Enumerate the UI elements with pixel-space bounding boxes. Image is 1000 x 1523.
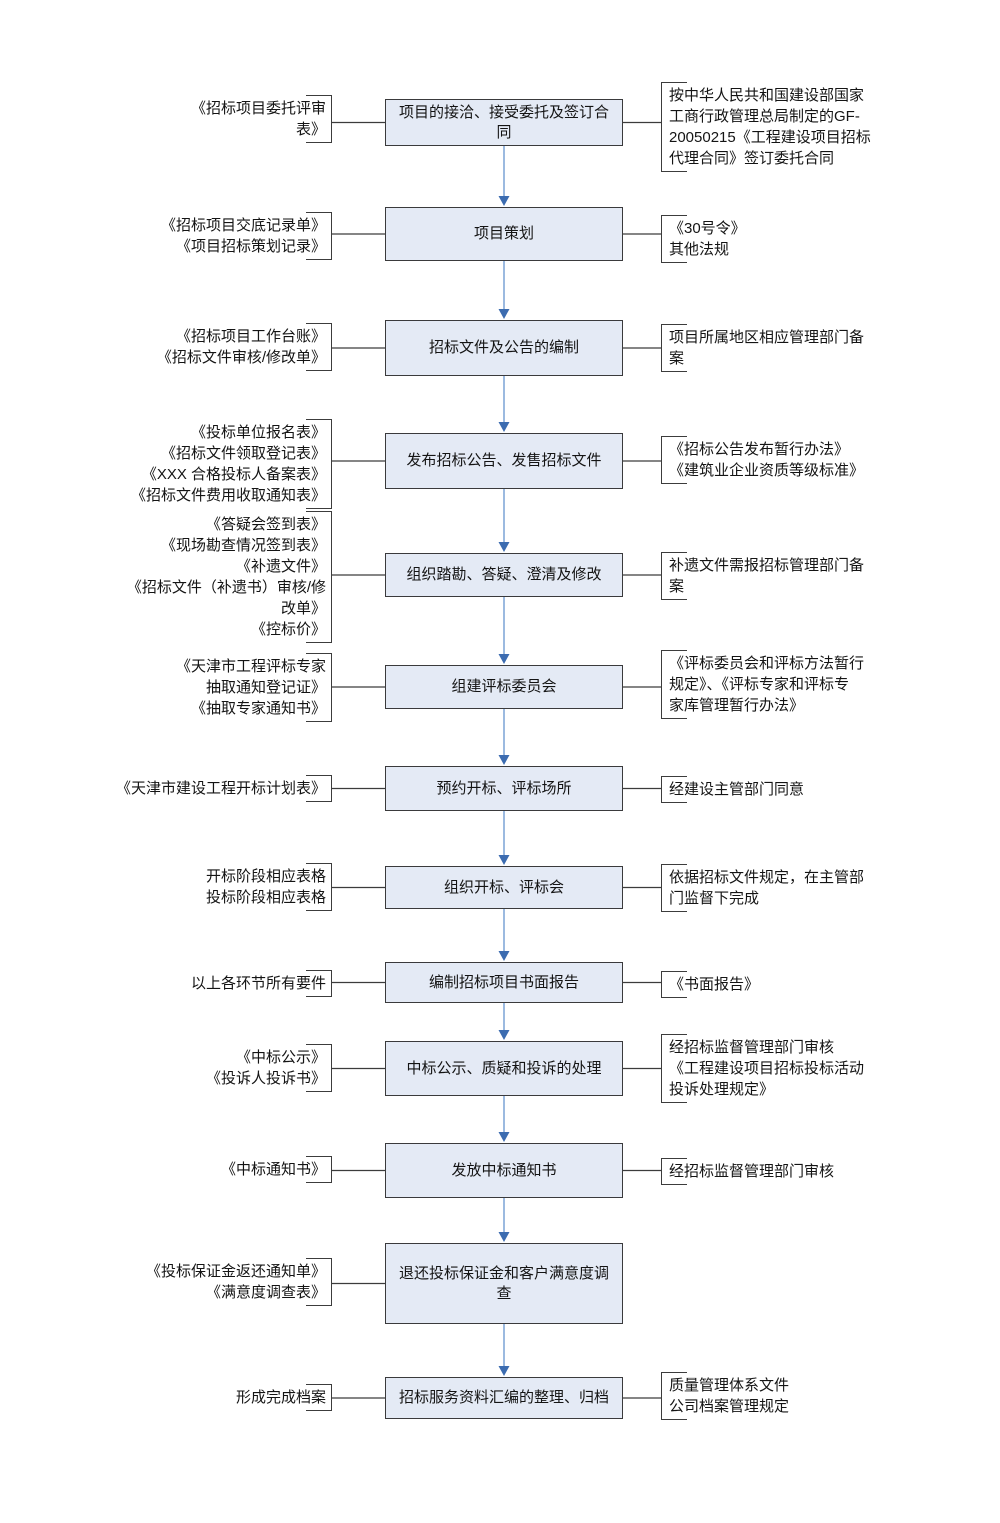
label-text: 《答疑会签到表》 《现场勘查情况签到表》 《补遗文件》 《招标文件（补遗书）审核… <box>126 516 326 638</box>
flow-arrow-head <box>498 1232 510 1242</box>
label-text: 形成完成档案 <box>235 1389 326 1406</box>
regulation-note-label: 《30号令》 其他法规 <box>661 215 746 263</box>
label-text: 以上各环节所有要件 <box>190 975 326 992</box>
regulation-note-label: 《书面报告》 <box>661 971 759 998</box>
label-text: 《30号令》 其他法规 <box>669 220 746 258</box>
input-documents-label: 形成完成档案 <box>236 1384 332 1411</box>
label-text: 《中标公示》 《投诉人投诉书》 <box>205 1049 326 1087</box>
regulation-note-label: 按中华人民共和国建设部国家 工商行政管理总局制定的GF- 20050215《工程… <box>661 82 871 172</box>
label-text: 经招标监督管理部门审核 <box>669 1163 835 1180</box>
label-text: 《天津市建设工程开标计划表》 <box>115 780 326 797</box>
regulation-note-label: 补遗文件需报招标管理部门备 案 <box>661 552 864 600</box>
flow-arrow-head <box>498 1366 510 1376</box>
regulation-note-label: 《评标委员会和评标方法暂行 规定》、《评标专家和评标专 家库管理暂行办法》 <box>661 650 864 719</box>
label-text: 项目所属地区相应管理部门备 案 <box>669 329 865 367</box>
flow-arrow-head <box>498 654 510 664</box>
label-text: 按中华人民共和国建设部国家 工商行政管理总局制定的GF- 20050215《工程… <box>669 87 871 167</box>
regulation-note-label: 质量管理体系文件 公司档案管理规定 <box>661 1372 789 1420</box>
input-documents-label: 《中标通知书》 <box>221 1156 332 1183</box>
input-documents-label: 《投标保证金返还通知单》 《满意度调查表》 <box>146 1258 332 1306</box>
label-text: 《招标项目委托评审 表》 <box>190 100 326 138</box>
process-box: 项目的接洽、接受委托及签订合 同 <box>385 99 623 146</box>
input-documents-label: 开标阶段相应表格 投标阶段相应表格 <box>206 863 332 911</box>
label-text: 开标阶段相应表格 投标阶段相应表格 <box>205 868 326 906</box>
regulation-note-label: 经招标监督管理部门审核 《工程建设项目招标投标活动 投诉处理规定》 <box>661 1034 864 1103</box>
flow-arrow-head <box>498 196 510 206</box>
label-text: 《天津市工程评标专家 抽取通知登记证》 《抽取专家通知书》 <box>175 658 326 717</box>
flow-arrow-head <box>498 855 510 865</box>
process-box: 退还投标保证金和客户满意度调 查 <box>385 1243 623 1324</box>
process-box: 发放中标通知书 <box>385 1143 623 1198</box>
label-text: 《评标委员会和评标方法暂行 规定》、《评标专家和评标专 家库管理暂行办法》 <box>669 655 865 714</box>
flow-arrow-head <box>498 951 510 961</box>
flow-arrow-head <box>498 422 510 432</box>
label-text: 依据招标文件规定，在主管部 门监督下完成 <box>669 869 865 907</box>
input-documents-label: 《中标公示》 《投诉人投诉书》 <box>206 1044 332 1092</box>
process-box: 项目策划 <box>385 207 623 261</box>
label-text: 《投标单位报名表》 《招标文件领取登记表》 《XXX 合格投标人备案表》 《招标… <box>130 424 326 504</box>
process-box: 组建评标委员会 <box>385 665 623 709</box>
input-documents-label: 《招标项目委托评审 表》 <box>191 95 332 143</box>
process-box: 组织踏勘、答疑、澄清及修改 <box>385 553 623 597</box>
input-documents-label: 以上各环节所有要件 <box>191 970 332 997</box>
process-box: 预约开标、评标场所 <box>385 766 623 811</box>
input-documents-label: 《天津市建设工程开标计划表》 <box>116 775 332 802</box>
label-text: 经招标监督管理部门审核 《工程建设项目招标投标活动 投诉处理规定》 <box>669 1039 865 1098</box>
input-documents-label: 《天津市工程评标专家 抽取通知登记证》 《抽取专家通知书》 <box>176 653 332 722</box>
input-documents-label: 《答疑会签到表》 《现场勘查情况签到表》 《补遗文件》 《招标文件（补遗书）审核… <box>127 511 332 643</box>
label-text: 补遗文件需报招标管理部门备 案 <box>669 557 865 595</box>
process-box: 招标服务资料汇编的整理、归档 <box>385 1377 623 1419</box>
regulation-note-label: 经建设主管部门同意 <box>661 776 804 803</box>
label-text: 《投标保证金返还通知单》 《满意度调查表》 <box>145 1263 326 1301</box>
regulation-note-label: 项目所属地区相应管理部门备 案 <box>661 324 864 372</box>
label-text: 《书面报告》 <box>669 976 760 993</box>
label-text: 质量管理体系文件 公司档案管理规定 <box>669 1377 790 1415</box>
input-documents-label: 《投标单位报名表》 《招标文件领取登记表》 《XXX 合格投标人备案表》 《招标… <box>131 419 332 509</box>
regulation-note-label: 经招标监督管理部门审核 <box>661 1158 834 1185</box>
label-text: 经建设主管部门同意 <box>669 781 805 798</box>
flow-arrow-head <box>498 1030 510 1040</box>
process-box: 编制招标项目书面报告 <box>385 962 623 1003</box>
process-box: 招标文件及公告的编制 <box>385 320 623 376</box>
flow-arrow-head <box>498 542 510 552</box>
input-documents-label: 《招标项目工作台账》 《招标文件审核/修改单》 <box>157 323 332 371</box>
process-box: 中标公示、质疑和投诉的处理 <box>385 1041 623 1096</box>
regulation-note-label: 《招标公告发布暂行办法》 《建筑业企业资质等级标准》 <box>661 436 864 484</box>
label-text: 《招标项目交底记录单》 《项目招标策划记录》 <box>160 217 326 255</box>
flow-arrow-head <box>498 755 510 765</box>
label-text: 《招标项目工作台账》 《招标文件审核/修改单》 <box>156 328 326 366</box>
process-box: 组织开标、评标会 <box>385 866 623 909</box>
process-box: 发布招标公告、发售招标文件 <box>385 433 623 489</box>
input-documents-label: 《招标项目交底记录单》 《项目招标策划记录》 <box>161 212 332 260</box>
regulation-note-label: 依据招标文件规定，在主管部 门监督下完成 <box>661 864 864 912</box>
label-text: 《招标公告发布暂行办法》 《建筑业企业资质等级标准》 <box>669 441 865 479</box>
flow-arrow-head <box>498 1132 510 1142</box>
label-text: 《中标通知书》 <box>220 1161 326 1178</box>
flow-arrow-head <box>498 309 510 319</box>
